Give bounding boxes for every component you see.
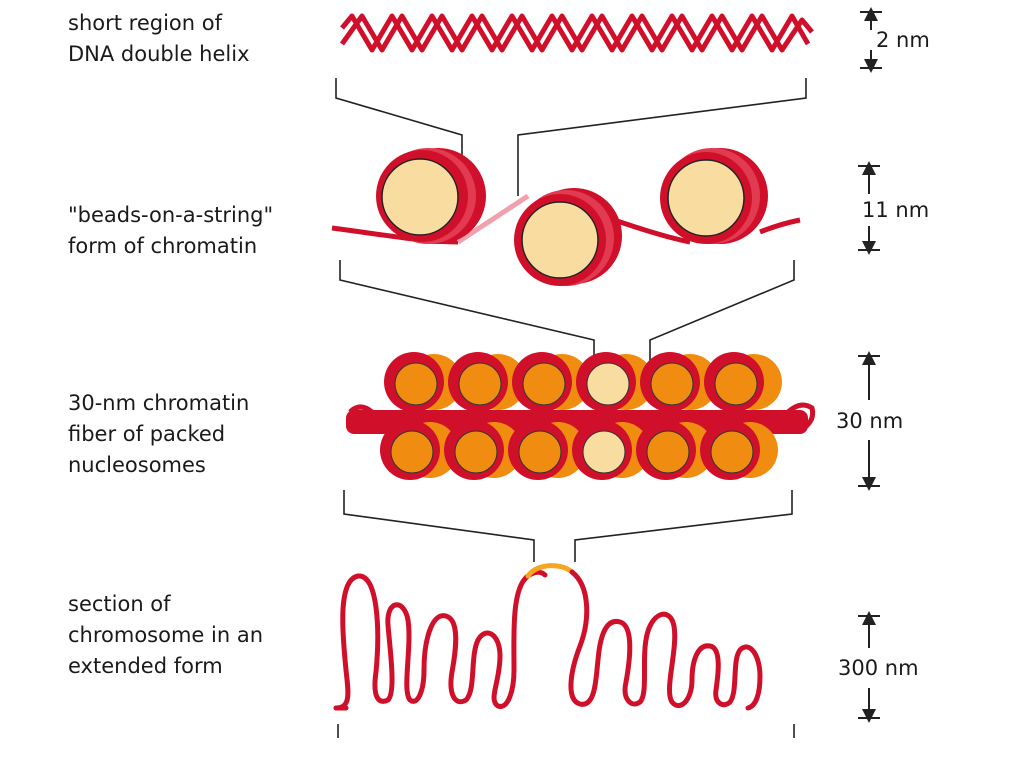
packed-nucleosome	[640, 352, 718, 412]
connector-lines-3	[343, 490, 793, 562]
scale-bar-2nm	[860, 6, 882, 73]
nucleosome-bead	[376, 148, 486, 244]
scale-bar-11nm	[858, 161, 880, 255]
scale-11nm: 11 nm	[862, 198, 930, 222]
scale-30nm: 30 nm	[836, 409, 904, 433]
bottom-bracket	[337, 724, 795, 738]
packed-nucleosome	[384, 352, 462, 412]
scale-bar-30nm	[858, 351, 880, 491]
label-extended-chromosome: section of chromosome in an extended for…	[68, 592, 264, 678]
packed-nucleosome	[636, 420, 714, 480]
label-beads-on-string: "beads-on-a-string" form of chromatin	[68, 203, 274, 258]
packed-nucleosome	[704, 352, 782, 412]
chromatin-fiber-30nm	[346, 352, 816, 480]
scale-300nm: 300 nm	[838, 656, 919, 680]
packed-nucleosome	[444, 420, 522, 480]
scale-bar-300nm	[858, 611, 880, 723]
beads-on-a-string	[331, 148, 801, 286]
nucleosome-bead	[514, 188, 622, 286]
connector-lines-1	[335, 78, 807, 196]
packed-nucleosome	[576, 352, 654, 412]
packed-nucleosome	[508, 420, 586, 480]
label-30nm-fiber: 30-nm chromatin fiber of packed nucleoso…	[68, 391, 250, 477]
extended-chromosome-loops	[333, 563, 763, 711]
packed-nucleosome	[700, 420, 778, 480]
packed-nucleosome	[380, 420, 458, 480]
packed-nucleosome	[572, 420, 650, 480]
connector-lines-2	[339, 260, 795, 362]
scale-2nm: 2 nm	[876, 28, 930, 52]
nucleosome-bead	[660, 148, 768, 244]
packed-nucleosome	[448, 352, 526, 412]
dna-double-helix	[339, 13, 814, 53]
label-dna-helix: short region of DNA double helix	[68, 11, 250, 66]
packed-nucleosome	[512, 352, 590, 412]
